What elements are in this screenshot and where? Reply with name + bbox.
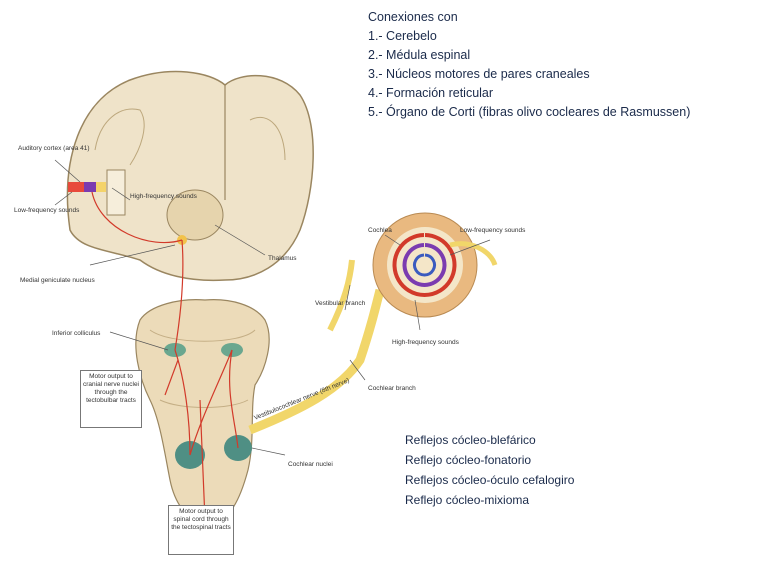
label-high-frequency: High-frequency sounds xyxy=(130,193,198,200)
label-cochlear-branch: Cochlear branch xyxy=(368,385,416,392)
connection-item: 4.- Formación reticular xyxy=(368,84,690,103)
connection-item: 5.- Órgano de Corti (fibras olivo coclea… xyxy=(368,103,690,122)
reflex-item: Reflejos cócleo-blefárico xyxy=(405,430,574,450)
label-cochlea: Cochlea xyxy=(368,227,392,234)
connection-item: 2.- Médula espinal xyxy=(368,46,690,65)
label-vestibulocochlear-nerve: Vestibulocochlear nerve (8th nerve) xyxy=(253,377,350,422)
label-vestibular-branch: Vestibular branch xyxy=(315,300,366,307)
label-inferior-colliculus: Inferior colliculus xyxy=(52,330,101,337)
reflexes-list: Reflejos cócleo-blefárico Reflejo cócleo… xyxy=(405,430,574,510)
connections-list: Conexiones con 1.- Cerebelo 2.- Médula e… xyxy=(368,8,690,122)
label-cochlear-nuclei: Cochlear nuclei xyxy=(288,461,333,468)
brain-section xyxy=(68,72,314,281)
motor-output-spinal-box: Motor output to spinal cord through the … xyxy=(168,505,234,555)
reflex-item: Reflejo cócleo-mixioma xyxy=(405,490,574,510)
connections-title: Conexiones con xyxy=(368,8,690,27)
connection-item: 3.- Núcleos motores de pares craneales xyxy=(368,65,690,84)
label-medial-geniculate: Medial geniculate nucleus xyxy=(20,277,96,284)
connection-item: 1.- Cerebelo xyxy=(368,27,690,46)
motor-output-cranial-box: Motor output to cranial nerve nuclei thr… xyxy=(80,370,142,428)
reflex-item: Reflejo cócleo-fonatorio xyxy=(405,450,574,470)
label-thalamus: Thalamus xyxy=(268,255,297,262)
label-auditory-cortex: Auditory cortex (area 41) xyxy=(18,145,90,152)
label-cochlea-high-frequency: High-frequency sounds xyxy=(392,339,460,346)
reflex-item: Reflejos cócleo-óculo cefalogiro xyxy=(405,470,574,490)
label-low-frequency: Low-frequency sounds xyxy=(14,207,80,214)
label-cochlea-low-frequency: Low-frequency sounds xyxy=(460,227,526,234)
brainstem xyxy=(136,300,269,525)
